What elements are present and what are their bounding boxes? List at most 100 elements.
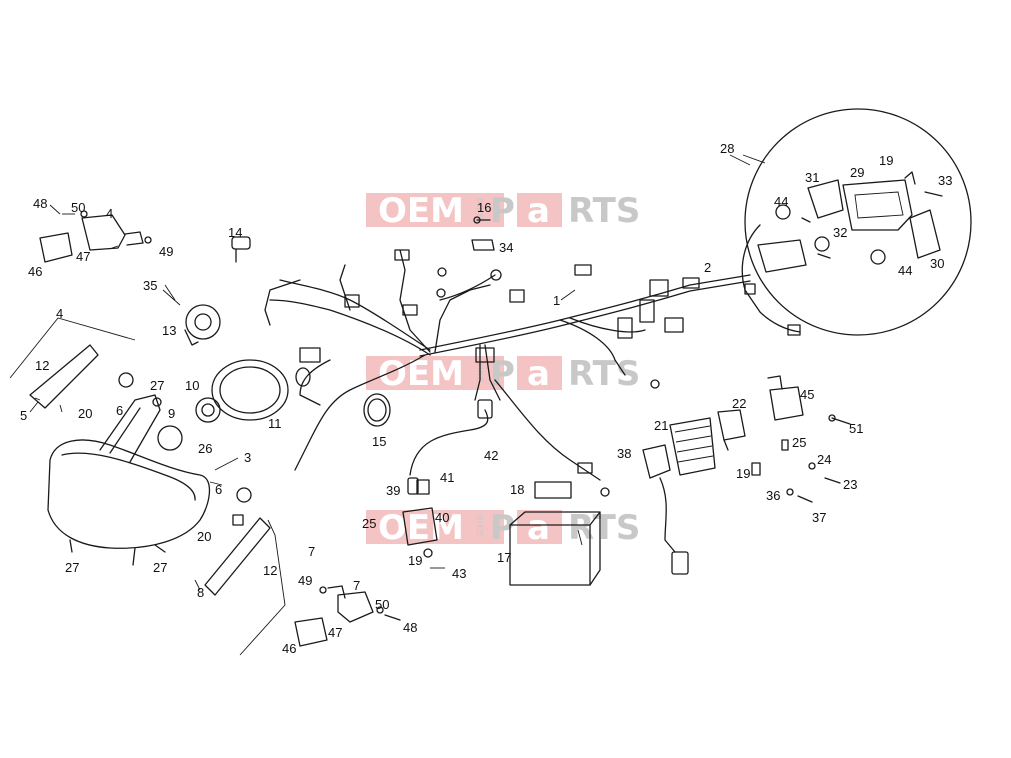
- screw-16: [473, 216, 491, 224]
- watermark-middle: OEM P a RTS BIKE: [366, 354, 640, 394]
- front-lens-right: [194, 487, 286, 656]
- front-indicator-left: [39, 210, 152, 263]
- watermark-bike: BIKE: [475, 515, 484, 537]
- callout-10: 10: [185, 378, 199, 393]
- front-lens-left: [9, 317, 136, 413]
- callout-47: 47: [328, 625, 342, 640]
- watermark-rts: RTS: [568, 508, 640, 548]
- callout-42: 42: [484, 448, 498, 463]
- callout-48: 48: [403, 620, 417, 635]
- callout-12: 12: [263, 563, 277, 578]
- callout-46: 46: [282, 641, 296, 656]
- callout-19: 19: [879, 153, 893, 168]
- watermark-oem: OEM: [378, 354, 464, 394]
- callout-51: 51: [849, 421, 863, 436]
- main-wiring-harness: [264, 249, 751, 497]
- callout-20: 20: [78, 406, 92, 421]
- callout-24: 24: [817, 452, 831, 467]
- headlight-assembly: [47, 394, 221, 566]
- watermark-bike: BIKE: [475, 198, 484, 220]
- watermark-a: a: [527, 508, 550, 548]
- horn: [162, 289, 221, 346]
- callout-19: 19: [736, 466, 750, 481]
- watermark-rts: RTS: [568, 191, 640, 231]
- flasher-relay: [767, 375, 804, 421]
- rear-indicator-right: [294, 585, 401, 647]
- callout-21: 21: [654, 418, 668, 433]
- callout-31: 31: [805, 170, 819, 185]
- callout-7: 7: [353, 578, 360, 593]
- callout-29: 29: [850, 165, 864, 180]
- callout-15: 15: [372, 434, 386, 449]
- callout-49: 49: [298, 573, 312, 588]
- callout-19: 19: [408, 553, 422, 568]
- callout-7: 7: [308, 544, 315, 559]
- callout-38: 38: [617, 446, 631, 461]
- switch: [231, 236, 251, 263]
- callout-50: 50: [71, 200, 85, 215]
- callout-4: 4: [56, 306, 63, 321]
- callout-4: 4: [106, 206, 113, 221]
- callout-20: 20: [197, 529, 211, 544]
- callout-1: 1: [553, 293, 560, 308]
- watermark-oem: OEM: [378, 508, 464, 548]
- speedometer: [211, 359, 311, 421]
- fuse-holder-34: [471, 239, 495, 251]
- voltage-regulator: [669, 417, 716, 476]
- callout-3: 3: [244, 450, 251, 465]
- watermark-a: a: [527, 191, 550, 231]
- watermark-top: OEM P a RTS BIKE: [366, 191, 640, 231]
- callout-49: 49: [159, 244, 173, 259]
- callout-18: 18: [510, 482, 524, 497]
- battery: [509, 481, 601, 586]
- callout-5: 5: [20, 408, 27, 423]
- callout-22: 22: [732, 396, 746, 411]
- rectifier-lead: [642, 444, 689, 575]
- callout-8: 8: [197, 585, 204, 600]
- callout-34: 34: [499, 240, 513, 255]
- callout-17: 17: [497, 550, 511, 565]
- clamp: [363, 393, 391, 427]
- ignition-coil: [402, 479, 445, 569]
- callout-43: 43: [452, 566, 466, 581]
- callout-40: 40: [435, 510, 449, 525]
- callout-25: 25: [792, 435, 806, 450]
- rear-light-detail: [741, 108, 972, 336]
- callout-37: 37: [812, 510, 826, 525]
- callout-16: 16: [477, 200, 491, 215]
- callout-32: 32: [833, 225, 847, 240]
- callout-23: 23: [843, 477, 857, 492]
- watermark-p: P: [490, 508, 515, 548]
- leader-lines: [29, 154, 751, 486]
- watermark-oem: OEM: [378, 191, 464, 231]
- callout-48: 48: [33, 196, 47, 211]
- callout-9: 9: [168, 406, 175, 421]
- callout-6: 6: [116, 403, 123, 418]
- callout-12: 12: [35, 358, 49, 373]
- callout-39: 39: [386, 483, 400, 498]
- callout-44: 44: [898, 263, 912, 278]
- watermark-p: P: [490, 191, 515, 231]
- callout-41: 41: [440, 470, 454, 485]
- callout-30: 30: [930, 256, 944, 271]
- callout-27: 27: [65, 560, 79, 575]
- ht-lead: [407, 399, 493, 495]
- callout-36: 36: [766, 488, 780, 503]
- callout-33: 33: [938, 173, 952, 188]
- callout-27: 27: [153, 560, 167, 575]
- callout-50: 50: [375, 597, 389, 612]
- callout-2: 2: [704, 260, 711, 275]
- callout-27: 27: [150, 378, 164, 393]
- callout-labels: 1 2 3 4 4 5 6 6 7 7 8 9 10 11 12 12 13 1…: [20, 141, 952, 656]
- callout-35: 35: [143, 278, 157, 293]
- callout-45: 45: [800, 387, 814, 402]
- watermark-bottom: OEM P a RTS BIKE: [366, 508, 640, 548]
- callout-44: 44: [774, 194, 788, 209]
- hardware-right: [751, 414, 851, 503]
- watermark-a: a: [527, 354, 550, 394]
- callout-14: 14: [228, 225, 242, 240]
- starter-relay: [717, 409, 746, 451]
- callout-13: 13: [162, 323, 176, 338]
